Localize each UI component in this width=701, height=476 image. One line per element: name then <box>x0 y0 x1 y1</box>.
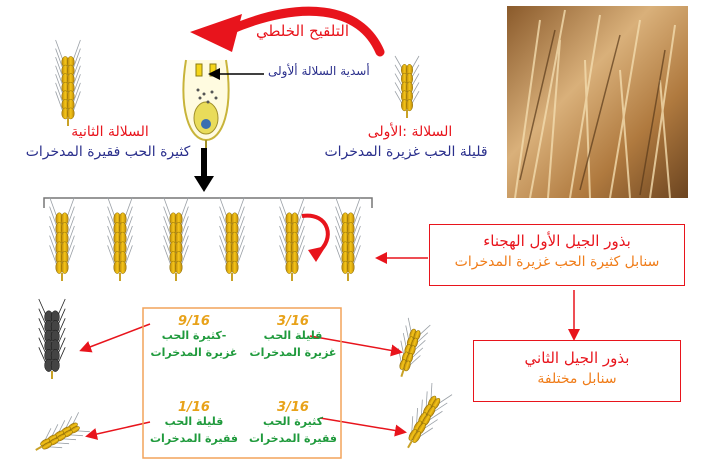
cell-line2: فقيرة المدخرات <box>150 432 238 445</box>
spike-f1-2 <box>107 196 133 281</box>
spike-f2-left-bottom <box>35 412 90 451</box>
cross-pollination-arrow <box>225 6 385 57</box>
strain1-desc: قليلة الحب غزيرة المدخرات <box>324 144 488 160</box>
cell-fraction: 3/16 <box>277 314 309 329</box>
cell-fraction: 3/16 <box>277 400 309 415</box>
cell-line1: قليلة الحب <box>263 329 323 342</box>
arrow-cell4 <box>319 417 407 437</box>
spike-strain2 <box>55 39 81 126</box>
f2-box-desc: سنابل مختلفة <box>537 371 617 387</box>
cross-pollination-title: التلقيح الخلطي <box>256 22 349 40</box>
strain2-name: السلالة الثانية <box>71 124 149 140</box>
spike-f1-3 <box>163 196 189 281</box>
f2-seeds-box: بذور الجيل الثاني سنابل مختلفة <box>473 340 681 402</box>
spike-f1-1 <box>49 196 75 281</box>
cell-line1: -كثيرة الحب <box>161 329 227 342</box>
cell-line1: قليلة الحب <box>164 415 224 428</box>
cell-fraction: 1/16 <box>178 400 210 415</box>
f2-results-box <box>142 307 342 459</box>
arrow-cell1 <box>79 323 151 353</box>
cell-line2: غزيرة المدخرات <box>150 346 238 359</box>
spike-f2-right-bottom <box>407 382 453 449</box>
strain2-desc: كثيرة الحب فقيرة المدخرات <box>25 144 191 160</box>
f1-box-desc: سنابل كثيرة الحب غزيرة المدخرات <box>454 254 660 270</box>
f2-box-title: بذور الجيل الثاني <box>524 349 630 367</box>
cell-line2: غزيرة المدخرات <box>249 346 337 359</box>
strain1-name: السلالة :الأولى <box>367 124 453 140</box>
f2-cell-3-16-b: 3/16 كثيرة الحب فقيرة المدخرات <box>245 400 341 445</box>
wheat-field-photo <box>507 6 688 199</box>
flower-diagram <box>182 59 230 152</box>
f1-bracket <box>43 197 373 208</box>
spike-f1-6 <box>335 196 361 281</box>
f2-cell-9-16: 9/16 -كثيرة الحب غزيرة المدخرات <box>146 314 242 359</box>
f1-box-title: بذور الجيل الأول الهجناء <box>483 232 631 250</box>
spike-f2-right-top <box>397 317 431 377</box>
cell-line2: فقيرة المدخرات <box>249 432 337 445</box>
spike-f1-5 <box>279 196 305 281</box>
cross-pollination-arrowhead <box>190 14 242 52</box>
cell-fraction: 9/16 <box>178 314 210 329</box>
f1-seeds-box: بذور الجيل الأول الهجناء سنابل كثيرة الح… <box>429 224 685 286</box>
spike-strain1 <box>394 55 420 118</box>
f2-cell-1-16: 1/16 قليلة الحب فقيرة المدخرات <box>146 400 242 445</box>
cell-line1: كثيرة الحب <box>262 415 324 428</box>
spike-f1-4 <box>219 196 245 281</box>
spike-f2-dark <box>38 298 66 379</box>
arrow-cell3 <box>85 421 151 440</box>
f2-cell-3-16-a: 3/16 قليلة الحب غزيرة المدخرات <box>245 314 341 359</box>
pollen-label: أسدية السلالة ألأولى <box>268 64 370 78</box>
arrow-cell2 <box>309 335 403 357</box>
